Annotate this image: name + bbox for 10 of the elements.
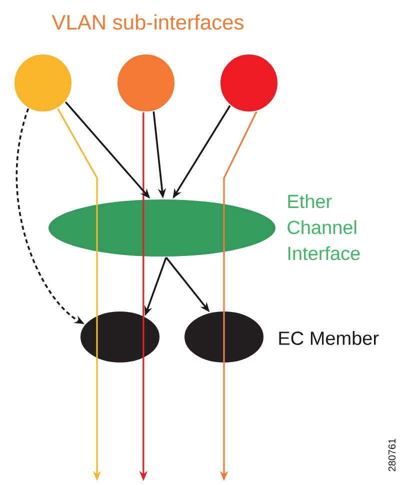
circle: [14, 54, 72, 112]
figure-number: 280761: [388, 438, 396, 472]
circle: [116, 54, 176, 112]
circle: [220, 54, 278, 112]
oval: [80, 310, 160, 364]
oval: [184, 310, 264, 364]
oval: [48, 198, 276, 258]
node-caption: Ether Channel Interface: [288, 194, 360, 260]
title: VLAN sub-interfaces: [52, 14, 244, 30]
node-caption: EC Member: [279, 331, 379, 345]
